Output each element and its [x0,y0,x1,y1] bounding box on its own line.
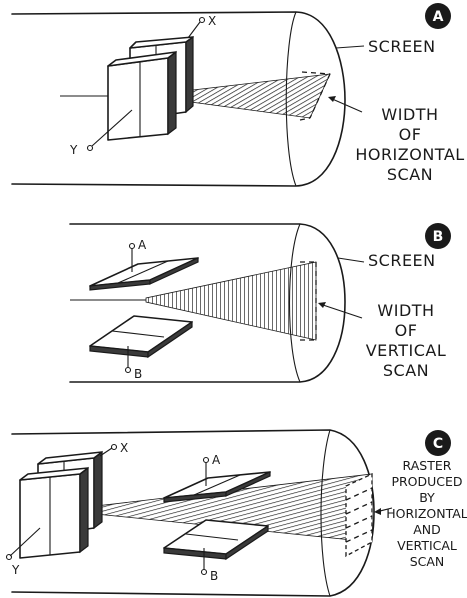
label-plate-a-c: A [212,453,221,467]
deflection-plate-y-c [19,466,89,559]
panel-b: A B B SCREEN WIDTH OF VERTICAL SCAN [69,223,451,383]
terminal-x-a [198,16,206,24]
note-b-line4: SCAN [383,361,429,380]
note-b-line1: WIDTH [377,301,434,320]
scan-trace-a [309,73,331,119]
deflection-plate-b-b [89,315,193,359]
badge-b [425,223,451,249]
scan-guide-bottom-a [299,117,311,121]
note-c-line4: HORIZONTAL [386,506,467,521]
leader-screen-a [335,45,365,49]
note-a-line4: SCAN [387,165,433,184]
note-c-line7: SCAN [410,554,445,569]
lead-y-c [9,527,41,557]
note-a-line2: OF [399,125,422,144]
scan-guide-top-a [301,71,331,75]
tube-outline-b [69,223,346,383]
note-a-line3: HORIZONTAL [355,145,464,164]
note-c-line1: RASTER [403,458,452,473]
label-plate-a-b: A [138,238,147,252]
badge-a [425,3,451,29]
terminal-a-c [202,456,210,464]
label-plate-b-c: B [210,569,218,583]
badge-a-text: A [433,9,444,25]
arrowhead-width-a [328,96,336,102]
terminal-b-b [124,366,132,374]
arrowhead-raster-c [374,508,381,515]
beam-horizontal-a [175,73,331,119]
badge-c-text: C [433,436,443,452]
deflection-plate-b-c [163,519,269,561]
label-plate-x-a: X [208,14,216,28]
terminal-a-b [128,242,136,250]
leader-width-a [329,97,363,113]
note-b-line3: VERTICAL [366,341,447,360]
terminal-y-a [86,144,94,152]
label-screen-b: SCREEN [368,251,436,270]
note-a-line1: WIDTH [381,105,438,124]
lead-x-c [99,447,113,457]
beam-vertical-b [145,261,317,341]
terminal-b-c [200,568,208,576]
label-plate-y-c: Y [11,563,20,577]
deflection-plate-a-b [89,257,199,291]
note-c-line6: VERTICAL [397,538,457,553]
tube-outline-a [11,11,346,187]
panel-c: X Y A B C RASTER PRODUCED BY HORIZONTAL … [5,429,467,597]
label-plate-x-c: X [120,441,128,455]
note-c-line5: AND [413,522,441,537]
note-c-line2: PRODUCED [391,474,462,489]
deflection-plate-a-c [163,471,271,503]
badge-c [425,430,451,456]
lead-y-a [91,109,133,147]
label-plate-y-a: Y [69,143,78,157]
leader-width-b [319,303,363,319]
lead-x-a [187,21,201,39]
panel-a: X Y A SCREEN WIDTH OF HORIZONTAL SCAN [11,3,464,187]
deflection-plate-y-a [107,50,177,141]
leader-screen-b [337,257,365,263]
label-plate-b-b: B [134,367,142,381]
label-screen-a: SCREEN [368,37,436,56]
note-b-line2: OF [395,321,418,340]
arrowhead-width-b [318,302,326,308]
terminal-y-c [5,553,13,561]
note-c-line3: BY [419,490,435,505]
badge-b-text: B [433,229,444,245]
raster-pattern-c [345,472,373,558]
terminal-x-c [110,443,118,451]
